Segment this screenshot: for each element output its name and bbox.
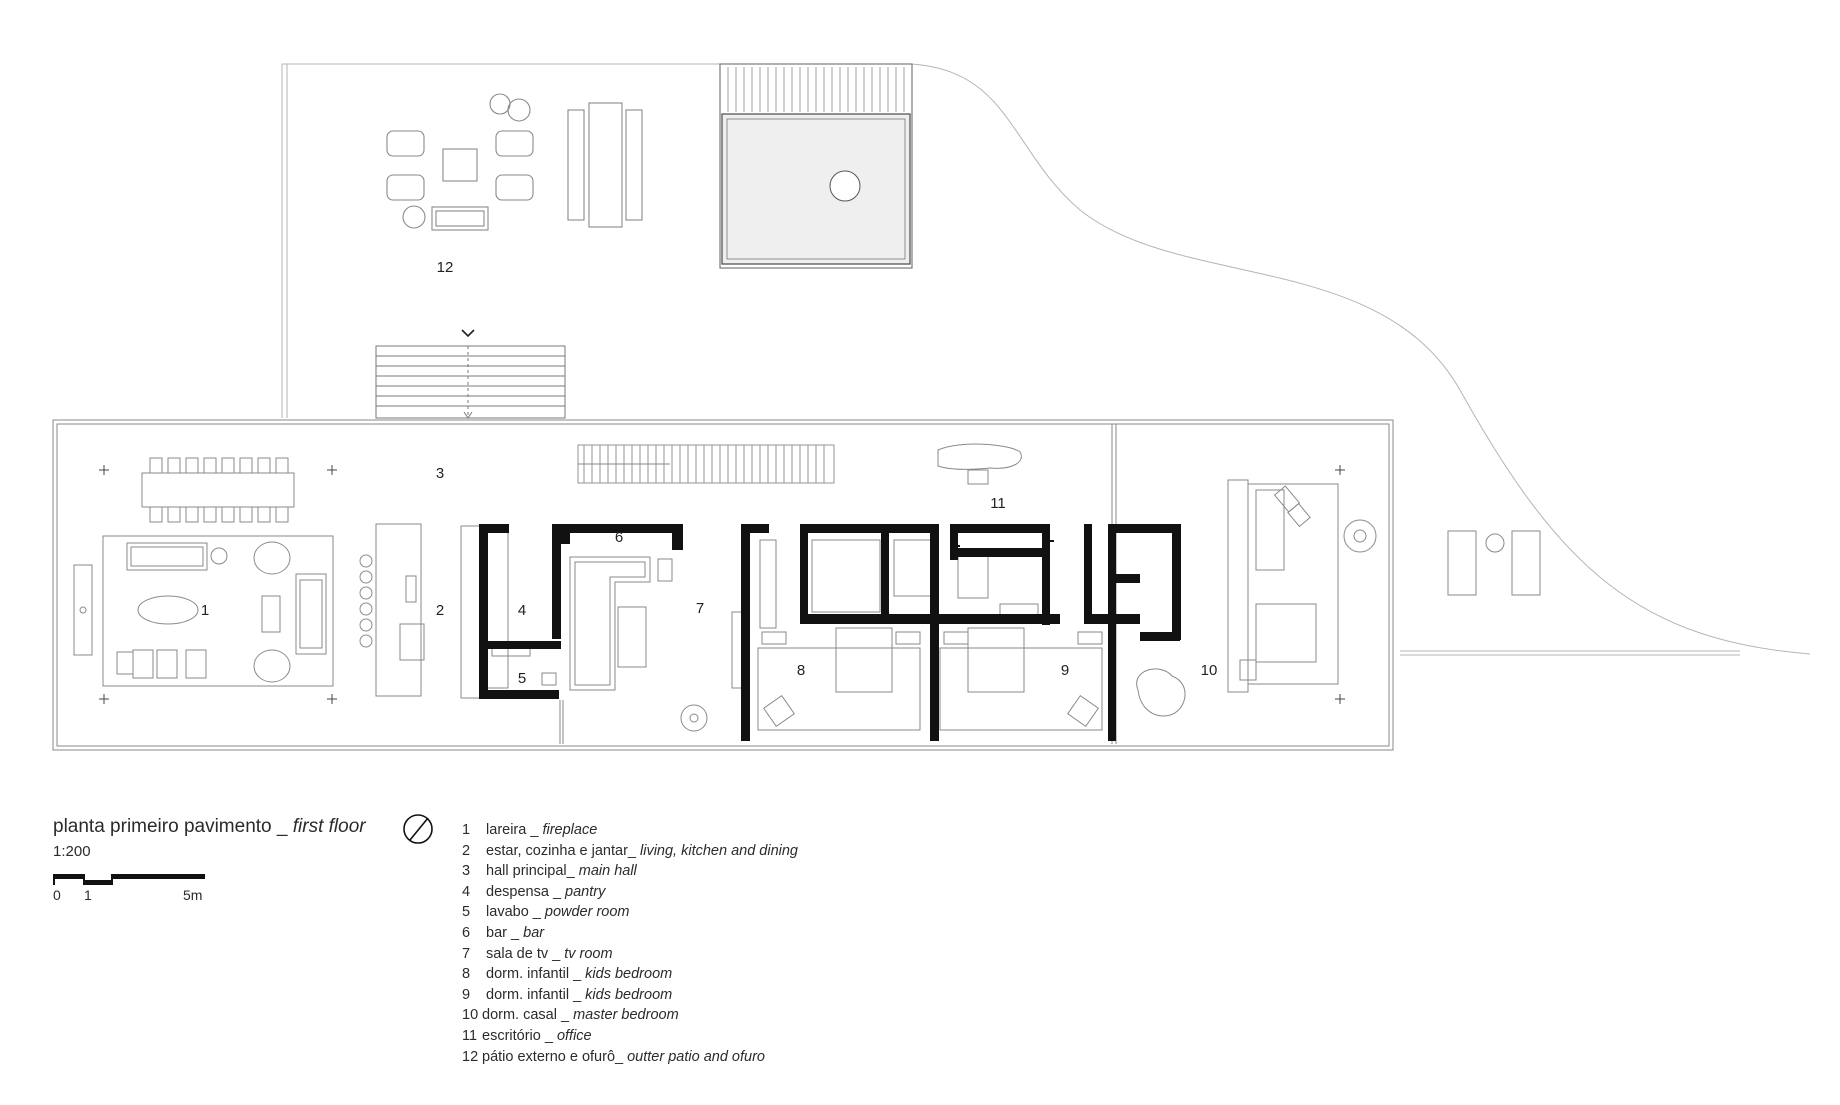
scale-label-1: 1 bbox=[84, 887, 92, 903]
room-number-12: 12 bbox=[437, 259, 454, 276]
room-number-5: 5 bbox=[518, 670, 526, 687]
scale-label-5m: 5m bbox=[183, 887, 203, 903]
key-item: 4 despensa _ pantry bbox=[462, 883, 606, 900]
entry-stair bbox=[375, 329, 566, 419]
room-number-1: 1 bbox=[201, 602, 209, 619]
key-item: 6 bar _ bar bbox=[462, 924, 545, 941]
north-arrow bbox=[403, 814, 433, 844]
room-numbers: 1 2 3 4 5 6 7 8 9 10 11 12 bbox=[201, 259, 1218, 687]
room-number-7: 7 bbox=[696, 600, 704, 617]
interior-walls bbox=[479, 524, 1181, 741]
key-item: 8 dorm. infantil _ kids bedroom bbox=[462, 966, 673, 983]
interior-stair bbox=[577, 444, 835, 484]
master-bedroom-furniture bbox=[1136, 479, 1541, 717]
site-boundary bbox=[281, 63, 1811, 656]
room-number-9: 9 bbox=[1061, 662, 1069, 679]
patio-furniture bbox=[386, 93, 643, 231]
plan-title-pt: planta primeiro pavimento _ bbox=[53, 816, 293, 837]
room-number-4: 4 bbox=[518, 602, 526, 619]
scale-label-0: 0 bbox=[53, 887, 61, 903]
room-number-3: 3 bbox=[436, 465, 444, 482]
column-markers bbox=[99, 465, 1345, 704]
key-item: 5 lavabo _ powder room bbox=[462, 904, 630, 921]
room-number-10: 10 bbox=[1201, 662, 1218, 679]
key-item: 7 sala de tv _ tv room bbox=[462, 945, 613, 962]
room-number-11: 11 bbox=[990, 495, 1006, 512]
plan-title: planta primeiro pavimento _ first floor bbox=[53, 816, 366, 838]
tv-room-furniture bbox=[479, 527, 743, 732]
room-number-2: 2 bbox=[436, 602, 444, 619]
key-item: 2 estar, cozinha e jantar_ living, kitch… bbox=[462, 842, 798, 859]
ofuro bbox=[719, 63, 913, 269]
scale-ratio: 1:200 bbox=[53, 843, 91, 860]
scale-bar bbox=[53, 874, 205, 885]
bedroom-furniture bbox=[757, 539, 1103, 731]
room-number-6: 6 bbox=[615, 529, 623, 546]
key-item: 3 hall principal_ main hall bbox=[462, 863, 637, 880]
room-number-8: 8 bbox=[797, 662, 805, 679]
plan-title-en: first floor bbox=[292, 816, 366, 837]
living-furniture bbox=[73, 457, 482, 699]
key-item: 1 lareira _ fireplace bbox=[462, 822, 598, 838]
office-desk bbox=[937, 443, 1022, 485]
house-envelope bbox=[52, 419, 1394, 751]
key-item: 9 dorm. infantil _ kids bedroom bbox=[462, 986, 673, 1003]
room-key: 1 lareira _ fireplace 2 estar, cozinha e… bbox=[462, 820, 798, 1067]
